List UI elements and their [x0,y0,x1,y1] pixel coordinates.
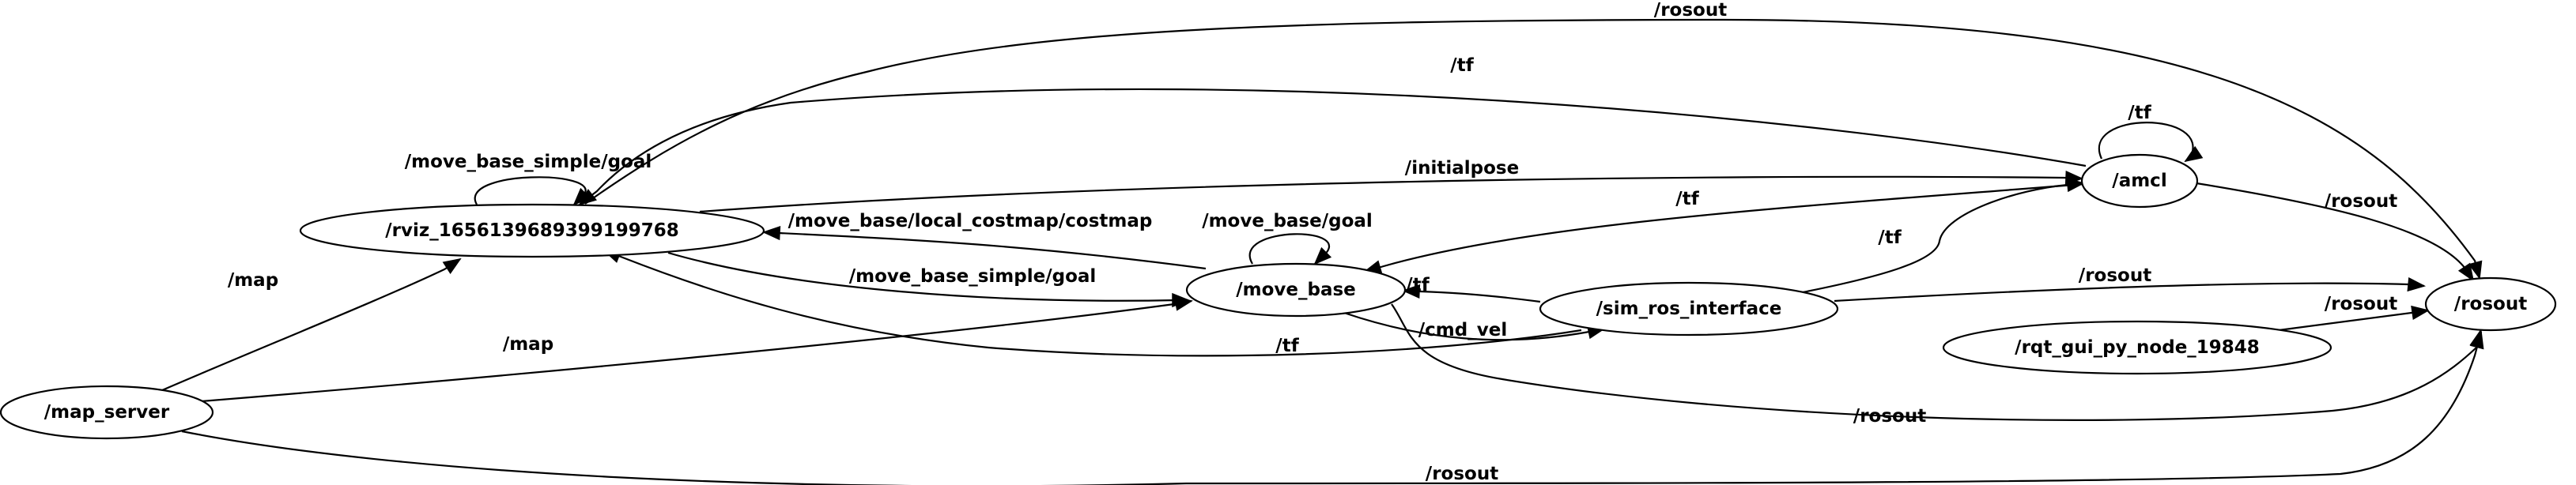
edge-line [1391,303,2482,421]
edge-line [1403,289,1541,303]
edge-sim-amcl[interactable]: /tf [1802,178,2086,294]
edge-rviz-rviz[interactable]: /move_base_simple/goal [405,152,652,206]
edge-line [1343,311,1605,341]
edge-arrowhead [2407,276,2427,292]
edge-label: /move_base_simple/goal [405,152,652,172]
edge-label: /map [503,334,553,355]
edge-label: /tf [2128,103,2151,123]
edge-label: /move_base_simple/goal [849,266,1097,287]
edge-label: /cmd_vel [1418,320,1507,340]
edge-label: /rosout [2325,191,2397,212]
edge-label: /tf [1406,275,1430,295]
edge-label: /tf [1675,189,1699,209]
edge-line [763,231,1207,270]
edge-line [1364,182,2085,273]
edge-arrowhead [1313,246,1332,265]
edge-map_server-rosout[interactable]: /rosout [181,330,2484,485]
edge-move_base-rosout[interactable]: /rosout [1391,303,2484,427]
edge-line [2196,182,2474,281]
node-label: /sim_ros_interface [1596,299,1782,319]
node-ellipse [1942,320,2332,375]
node-sim-ros-interface[interactable]: /sim_ros_interface [1539,281,1839,336]
edge-sim-rviz[interactable]: /tf [602,249,1582,357]
edge-arrowhead [578,189,597,206]
edge-amcl-rosout[interactable]: /rosout [2196,182,2475,282]
edge-label: /rosout [1853,406,1926,427]
edge-amcl-move_base[interactable]: /tf [1363,182,2085,274]
edge-label: /tf [1450,55,1474,76]
edge-label: /move_base/local_costmap/costmap [788,211,1153,231]
node-ellipse [0,385,214,440]
edge-amcl-rviz[interactable]: /tf [578,55,2087,206]
node-ellipse [299,203,765,258]
edge-rviz-move_base[interactable]: /move_base_simple/goal [667,251,1191,308]
edge-line [667,251,1188,302]
node-label: /map_server [44,402,170,423]
node-label: /amcl [2112,171,2166,191]
edge-label: /move_base/goal [1202,211,1373,231]
edge-rviz-rosout[interactable]: /rosout [584,0,2483,280]
edge-line [603,249,1582,357]
edge-arrowhead [442,258,462,274]
edge-sim-rosout[interactable]: /rosout [1834,265,2427,303]
edge-line [181,331,2483,485]
edge-label: /rosout [1654,0,1727,21]
edge-line [201,299,1192,403]
node-rosout[interactable]: /rosout [2424,276,2557,332]
edge-label: /initialpose [1405,158,1519,179]
edge-move_base-move_base[interactable]: /move_base/goal [1202,211,1373,265]
edge-line [474,176,587,205]
edge-arrowhead [2468,260,2483,280]
node-label: /rqt_gui_py_node_19848 [2015,337,2260,358]
edge-line [1834,282,2425,303]
node-ellipse [1539,281,1839,336]
edge-line [699,175,2083,213]
edge-arrowhead [2469,330,2484,350]
node-amcl[interactable]: /amcl [2080,153,2199,209]
node-ellipse [1185,262,1407,318]
node-ellipse [2080,153,2199,209]
edge-line [2098,122,2194,162]
node-label: /rosout [2454,294,2527,314]
edge-label: /tf [1275,336,1299,356]
edge-amcl-amcl[interactable]: /tf [2098,103,2204,163]
edge-arrowhead [2411,305,2430,320]
edge-label: /tf [1878,227,1902,248]
edge-label: /rosout [2079,265,2151,286]
edge-line [584,18,2481,279]
nodes: /rviz_1656139689399199768/move_base/amcl… [0,153,2557,440]
edge-arrowhead [2184,145,2204,163]
edge-label: /map [228,270,278,291]
edge-arrowhead [1173,296,1193,311]
edge-rviz-amcl[interactable]: /initialpose [699,158,2084,213]
node-rqt-gui[interactable]: /rqt_gui_py_node_19848 [1942,320,2332,375]
edge-arrowhead [1401,284,1421,299]
node-ellipse [2424,276,2557,332]
edge-rqt-rosout[interactable]: /rosout [2278,294,2430,332]
edge-label: /rosout [2325,294,2397,314]
edge-line [1802,182,2084,294]
edge-arrowhead [2066,178,2086,193]
edge-arrowhead [761,225,781,241]
edge-arrowhead [2457,262,2475,282]
node-label: /rviz_1656139689399199768 [385,220,679,241]
edge-map_server-rviz[interactable]: /map [161,258,462,392]
node-label: /move_base [1236,280,1356,300]
node-rviz[interactable]: /rviz_1656139689399199768 [299,203,765,258]
node-map-server[interactable]: /map_server [0,385,214,440]
edge-line [2278,309,2429,332]
edge-map_server-move_base[interactable]: /map [201,296,1193,403]
edge-sim-move_base[interactable]: /tf [1401,275,1541,303]
edge-line [1248,233,1330,265]
edge-line [579,88,2087,205]
edge-move_base-rviz[interactable]: /move_base/local_costmap/costmap [761,211,1207,270]
edges: /move_base_simple/goal/move_base_simple/… [161,0,2484,485]
edge-line [161,258,461,392]
node-move-base[interactable]: /move_base [1185,262,1407,318]
edge-label: /rosout [1426,464,1498,484]
